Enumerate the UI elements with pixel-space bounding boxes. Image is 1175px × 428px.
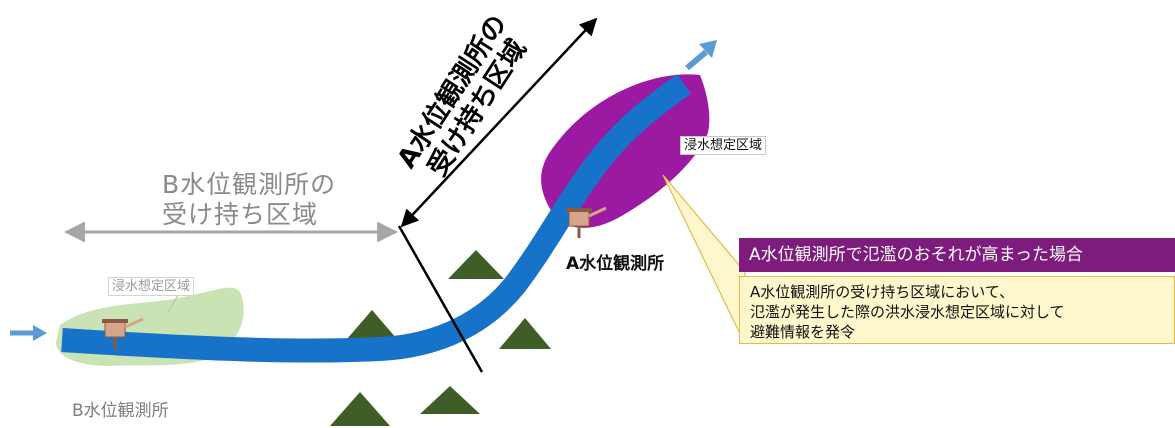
callout-line: A水位観測所の受け持ち区域において、 (750, 283, 1015, 301)
mountain-icon (448, 250, 504, 279)
callout-heading: A水位観測所で氾濫のおそれが高まった場合 (739, 238, 1175, 272)
zone-a-range-arrow (400, 17, 598, 228)
callout-pointer (662, 174, 746, 345)
zone-boundary-line (397, 225, 484, 373)
zone-b-title-line2: 受け持ち区域 (162, 200, 319, 229)
zone-b-title-line1: B水位観測所の (162, 170, 337, 199)
mountain-icon (499, 318, 551, 349)
observation-station-icon (102, 317, 144, 350)
flow-arrow-icon (10, 325, 47, 341)
flood-area-a-label: 浸水想定区域 (680, 136, 767, 155)
flood-area-b-label: 浸水想定区域 (108, 277, 195, 296)
flow-arrow-icon (685, 40, 717, 71)
callout-line: 氾濫が発生した際の洪水浸水想定区域に対して (750, 303, 1065, 321)
mountain-icon (420, 386, 480, 414)
station-b-label: B水位観測所 (72, 401, 169, 421)
observation-station-icon (566, 206, 607, 238)
callout-body: A水位観測所の受け持ち区域において、 氾濫が発生した際の洪水浸水想定区域に対して… (739, 276, 1175, 344)
mountain-icon (330, 392, 390, 426)
mountain-icon (347, 310, 397, 339)
callout-line: 避難情報を発令 (750, 323, 856, 341)
zone-b-title: B水位観測所の 受け持ち区域 (162, 170, 382, 230)
station-a-label: A水位観測所 (566, 254, 665, 274)
river (61, 74, 691, 363)
